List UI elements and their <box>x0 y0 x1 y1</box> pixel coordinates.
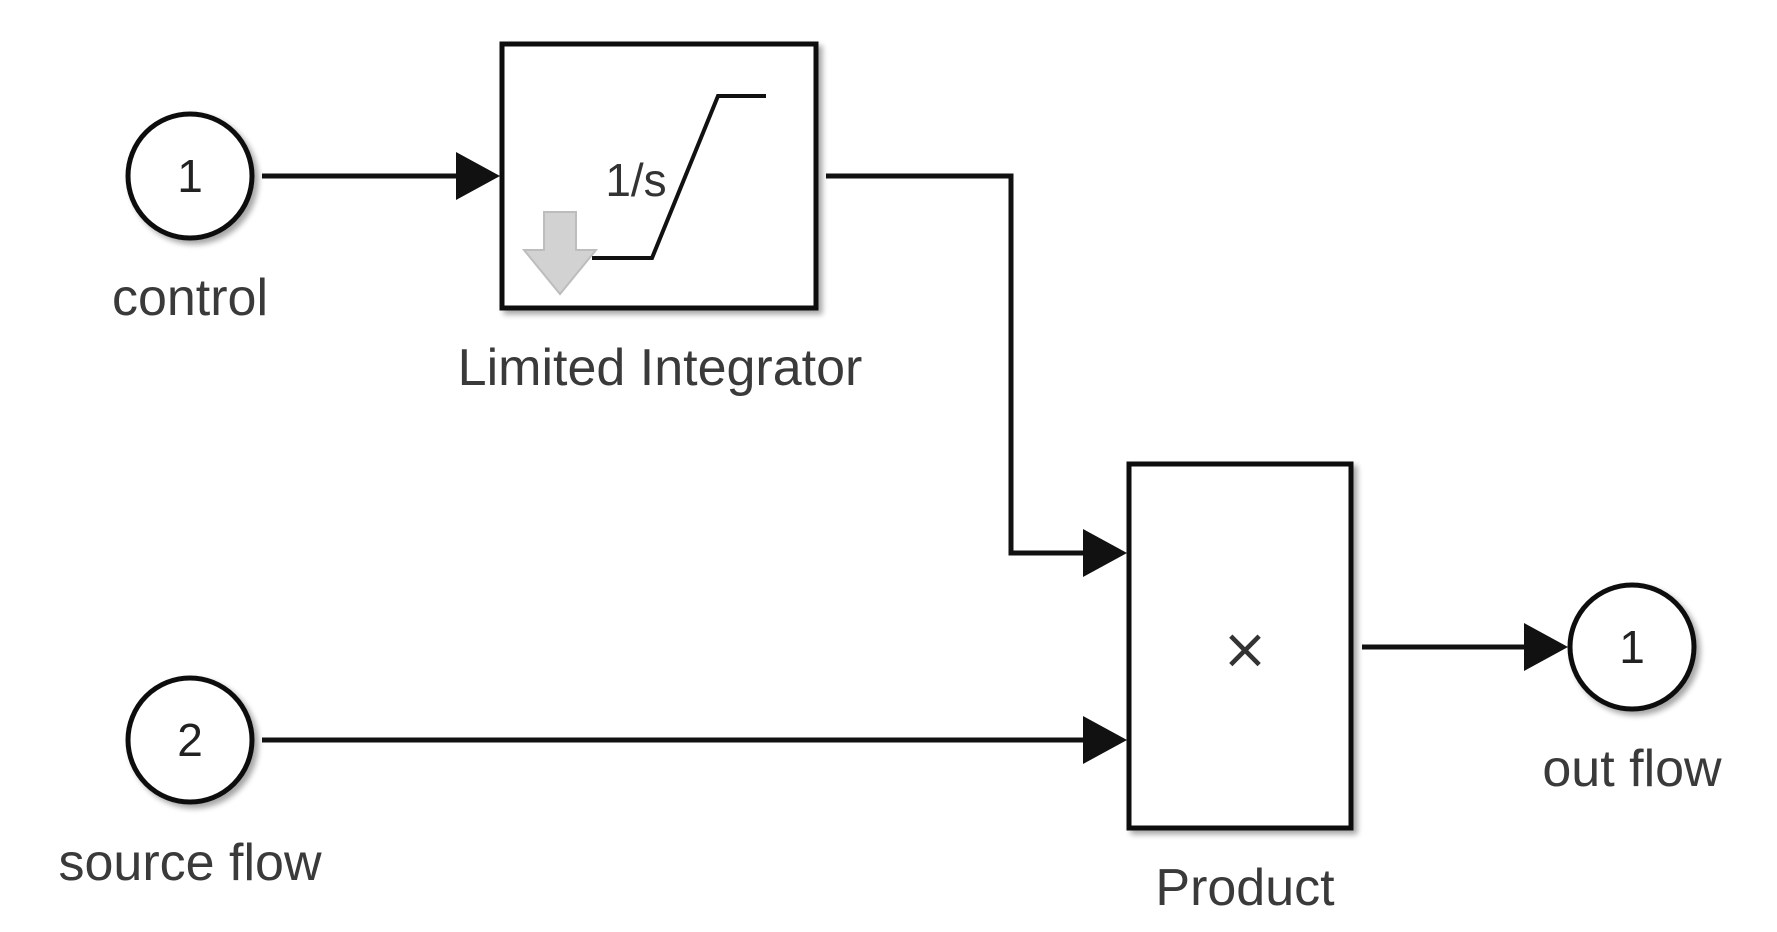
outport-label-out-flow: out flow <box>1542 740 1722 798</box>
saturation-ramp-icon <box>592 94 766 260</box>
inport-label-control: control <box>112 269 268 327</box>
arrowhead-outport <box>1524 623 1568 671</box>
outport-out-flow[interactable]: 1 <box>1567 582 1697 712</box>
inport-label-source-flow: source flow <box>59 834 322 892</box>
product-block[interactable]: × <box>1126 461 1354 831</box>
integrator-label: Limited Integrator <box>458 339 863 397</box>
inport-number: 1 <box>177 150 203 202</box>
inport-number: 2 <box>177 714 203 766</box>
product-block-body[interactable] <box>1126 461 1354 831</box>
inport-circle[interactable] <box>125 675 255 805</box>
limited-integrator-block[interactable]: 1/s <box>499 41 819 311</box>
arrowheads <box>456 152 1568 764</box>
signal-integrator-to-product[interactable] <box>826 173 1095 556</box>
arrowhead-product-input-2 <box>1083 716 1127 764</box>
inport-control[interactable]: 1 <box>125 111 255 241</box>
arrowhead-product-input-1 <box>1083 529 1127 577</box>
product-operator-icon: × <box>1222 617 1269 682</box>
product-label: Product <box>1155 859 1335 917</box>
outport-number: 1 <box>1619 621 1645 673</box>
inport-source-flow[interactable]: 2 <box>125 675 255 805</box>
outport-circle[interactable] <box>1567 582 1697 712</box>
integrator-glyph-text: 1/s <box>605 154 666 206</box>
signal-lines <box>262 173 1528 743</box>
reset-down-arrow-icon <box>521 211 599 296</box>
arrowhead-integrator-input <box>456 152 500 200</box>
inport-circle[interactable] <box>125 111 255 241</box>
